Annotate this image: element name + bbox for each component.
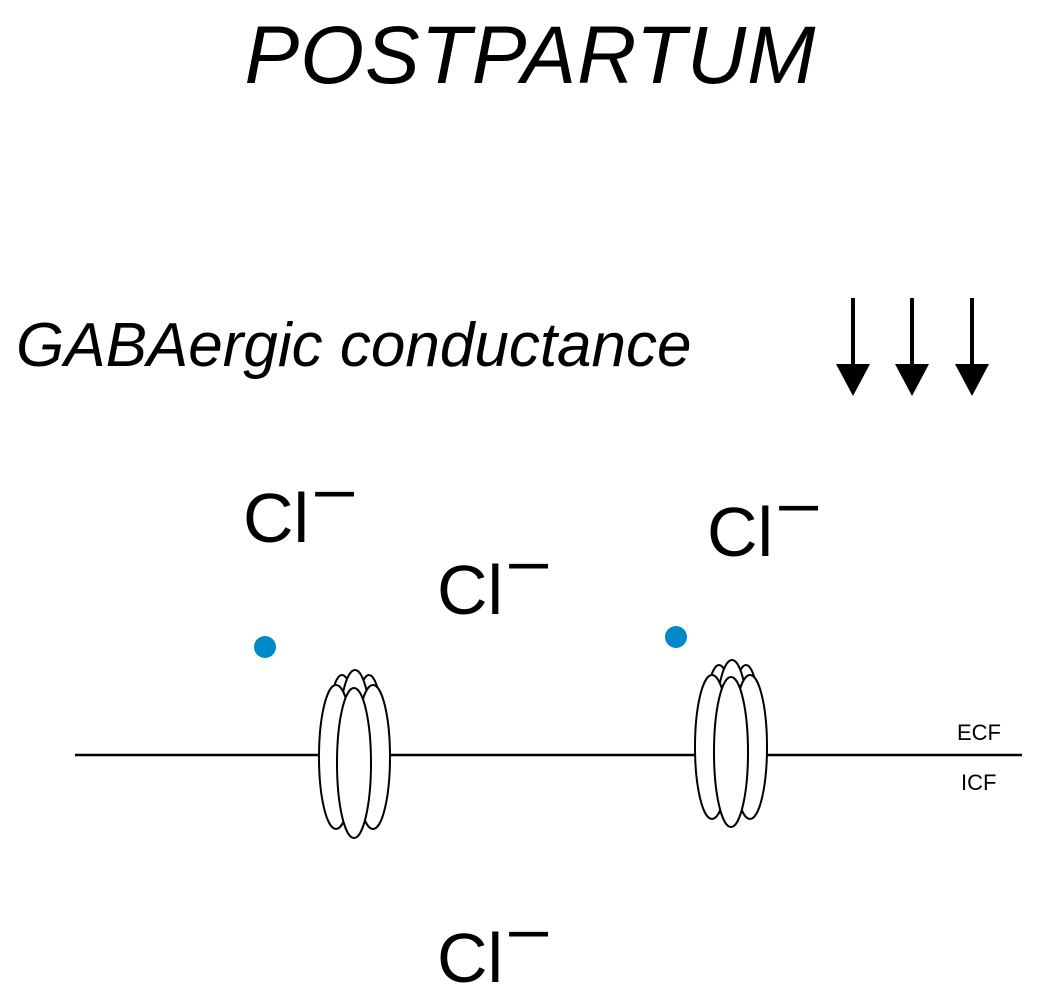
gaba-molecule-dot (254, 636, 276, 658)
chloride-ion-label: Cl‒ (437, 893, 548, 998)
ion-symbol: Cl (707, 493, 774, 571)
gaba-receptor-channel-icon (694, 659, 768, 828)
chloride-ion-label: Cl‒ (707, 467, 818, 572)
ion-symbol: Cl (437, 551, 504, 629)
down-arrow-icon (955, 298, 989, 396)
ion-charge: ‒ (509, 889, 549, 968)
chloride-ion-label: Cl‒ (243, 453, 354, 558)
gaba-molecule-dot (665, 626, 687, 648)
ion-symbol: Cl (243, 479, 310, 557)
ion-symbol: Cl (437, 919, 504, 997)
chloride-ion-label: Cl‒ (437, 525, 548, 630)
ion-charge: ‒ (509, 521, 549, 600)
down-arrow-icon (895, 298, 929, 396)
gaba-receptor-channel-icon (318, 669, 391, 839)
ecf-label: ECF (957, 720, 1001, 745)
down-arrow-icon (836, 298, 870, 396)
ion-charge: ‒ (779, 463, 819, 542)
icf-label: ICF (961, 770, 997, 795)
conductance-label: GABAergic conductance (16, 311, 692, 380)
ion-charge: ‒ (315, 449, 355, 528)
diagram-title: POSTPARTUM (244, 10, 817, 101)
